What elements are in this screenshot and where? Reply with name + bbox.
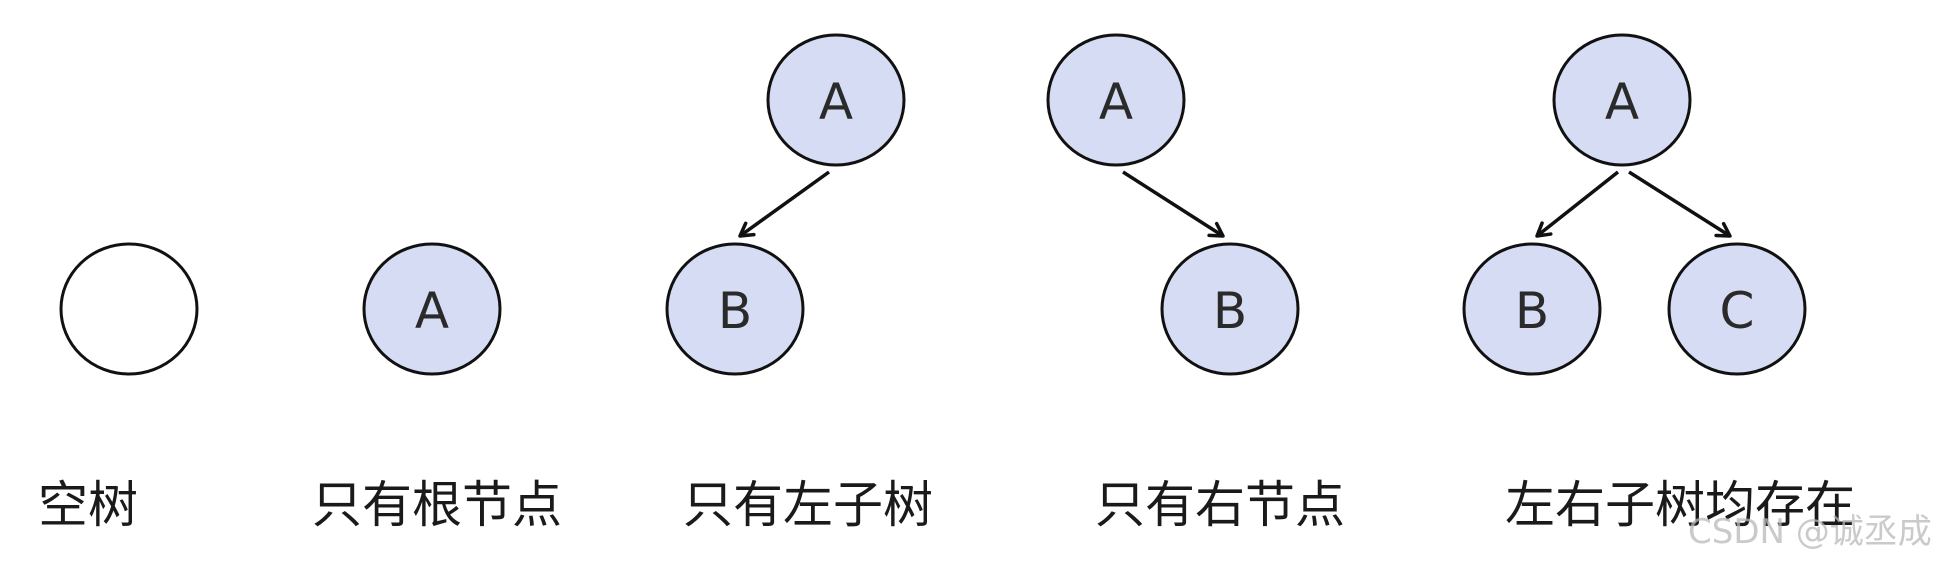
node-label: C [1720, 282, 1755, 340]
node-label: A [819, 73, 853, 131]
node-label: B [1515, 282, 1549, 340]
edge-arrow-a-to-b [738, 170, 831, 238]
panel-caption: 只有根节点 [312, 476, 562, 534]
tree-node-a: A [362, 242, 502, 376]
node-circle [1462, 242, 1602, 376]
panel-caption: 左右子树均存在 [1505, 476, 1855, 534]
edge-arrow-a-to-c [1628, 170, 1732, 238]
node-circle [1667, 242, 1807, 376]
panel-root-only: A 只有根节点 [312, 242, 562, 534]
tree-node-a: A [1552, 33, 1692, 167]
panel-caption: 空树 [38, 476, 138, 534]
panel-empty-tree: 空树 [38, 242, 199, 534]
tree-node-b: B [665, 242, 805, 376]
node-circle [1046, 33, 1186, 167]
panel-left-subtree-only: A B 只有左子树 [665, 33, 933, 534]
node-circle [362, 242, 502, 376]
edge-arrow-a-to-b [1535, 170, 1620, 238]
node-circle [59, 242, 199, 376]
node-circle [766, 33, 906, 167]
panel-both-subtrees: A B C 左右子树均存在 [1462, 33, 1855, 534]
tree-node-empty [59, 242, 199, 376]
panel-right-node-only: A B 只有右节点 [1046, 33, 1345, 534]
watermark-text: CSDN @诚丞成 [1688, 512, 1932, 552]
tree-node-a: A [1046, 33, 1186, 167]
node-circle [665, 242, 805, 376]
node-circle [1552, 33, 1692, 167]
edge-arrow-a-to-b [1122, 170, 1225, 238]
tree-node-c: C [1667, 242, 1807, 376]
node-label: B [718, 282, 752, 340]
tree-node-a: A [766, 33, 906, 167]
tree-node-b: B [1160, 242, 1300, 376]
node-label: B [1213, 282, 1247, 340]
node-label: A [415, 282, 449, 340]
node-circle [1160, 242, 1300, 376]
panel-caption: 只有左子树 [683, 476, 933, 534]
panel-caption: 只有右节点 [1095, 476, 1345, 534]
node-label: A [1605, 73, 1639, 131]
node-label: A [1099, 73, 1133, 131]
tree-node-b: B [1462, 242, 1602, 376]
